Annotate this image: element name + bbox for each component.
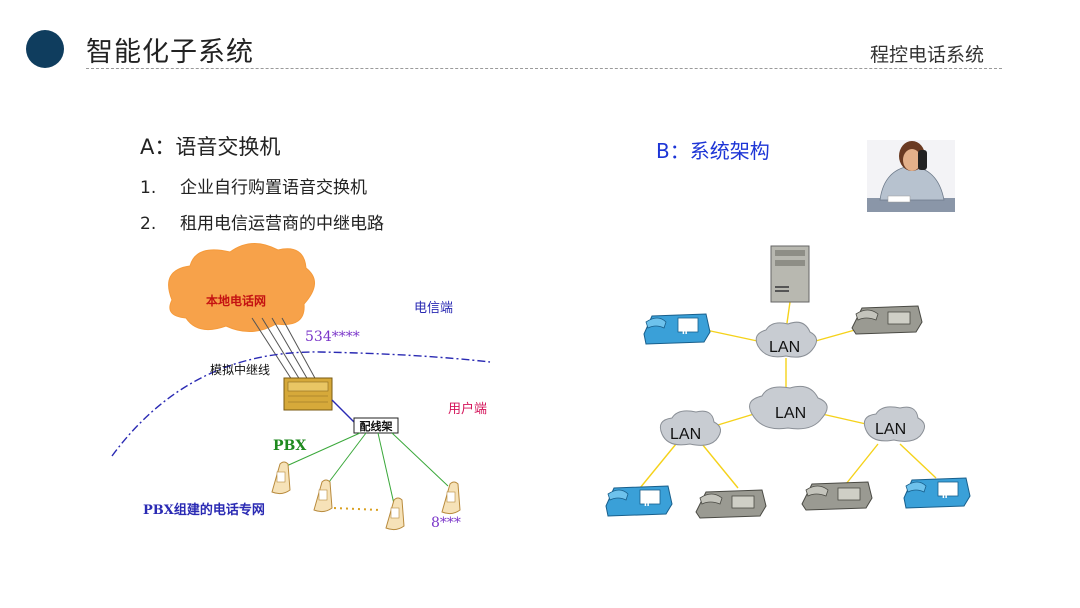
list-item-text: 企业自行购置语音交换机: [180, 178, 367, 198]
lan-cloud: LAN: [755, 321, 817, 358]
trunk-label: 模拟中继线: [210, 362, 270, 377]
ip-label: IP: [644, 498, 654, 509]
extension-phone: [441, 481, 461, 515]
ip-label: IP: [942, 490, 952, 501]
ip-phone: IP: [605, 485, 673, 517]
network-links: [639, 301, 937, 489]
ip-phone: IP: [903, 477, 971, 509]
section-a-title: A：语音交换机: [140, 135, 281, 159]
lan-cloud: LAN: [659, 410, 721, 446]
diagram-a: 本地电话网 534**** 电信端 模拟中继线 用户端 配线架 PBX: [111, 243, 491, 531]
list-item: 2. 租用电信运营商的中继电路: [140, 209, 384, 234]
ellipsis-dots: [333, 507, 381, 511]
local-network-cloud: [168, 243, 315, 332]
boundary-curve: [111, 351, 491, 457]
server-icon: [770, 245, 810, 303]
pbx-unit: [283, 377, 333, 411]
extension-label: 8***: [431, 515, 461, 531]
header-divider: [86, 68, 1002, 69]
lan-cloud: LAN: [863, 406, 925, 442]
lan-label: LAN: [775, 405, 806, 422]
user-side-label: 用户端: [448, 401, 487, 417]
pbx-label: PBX: [273, 438, 306, 454]
trunk-lines: [251, 317, 317, 381]
digital-phone: [851, 305, 923, 335]
page-subtitle: 程控电话系统: [869, 44, 984, 66]
distribution-label: 配线架: [360, 419, 393, 433]
number-label: 534****: [305, 329, 360, 345]
lan-label: LAN: [875, 421, 906, 438]
list-item-text: 租用电信运营商的中继电路: [180, 214, 384, 234]
extension-phone: [313, 479, 333, 513]
telecom-side-label: 电信端: [414, 301, 453, 316]
list-item: 1. 企业自行购置语音交换机: [140, 173, 367, 198]
digital-phone: [695, 489, 767, 519]
lan-label: LAN: [670, 426, 701, 443]
operator-photo: [867, 140, 955, 212]
cloud-label: 本地电话网: [206, 293, 266, 308]
extension-phone: [385, 497, 405, 531]
section-b-title: B：系统架构: [656, 139, 770, 163]
header-bullet: [26, 30, 64, 68]
lan-cloud: LAN: [749, 385, 828, 430]
distribution-frame: 配线架: [353, 417, 399, 434]
list-item-number: 1.: [140, 178, 157, 198]
digital-phone: [801, 481, 873, 511]
ip-phone: IP: [643, 313, 711, 345]
diagram-b: LAN LAN LAN LAN IP IP IP: [605, 245, 971, 519]
network-label: PBX组建的电话专网: [143, 502, 265, 518]
lan-label: LAN: [769, 339, 800, 356]
extension-phone: [271, 461, 291, 495]
page-title: 智能化子系统: [86, 37, 254, 68]
list-item-number: 2.: [140, 214, 157, 234]
ip-label: IP: [682, 326, 692, 337]
extension-lines: [281, 432, 449, 505]
